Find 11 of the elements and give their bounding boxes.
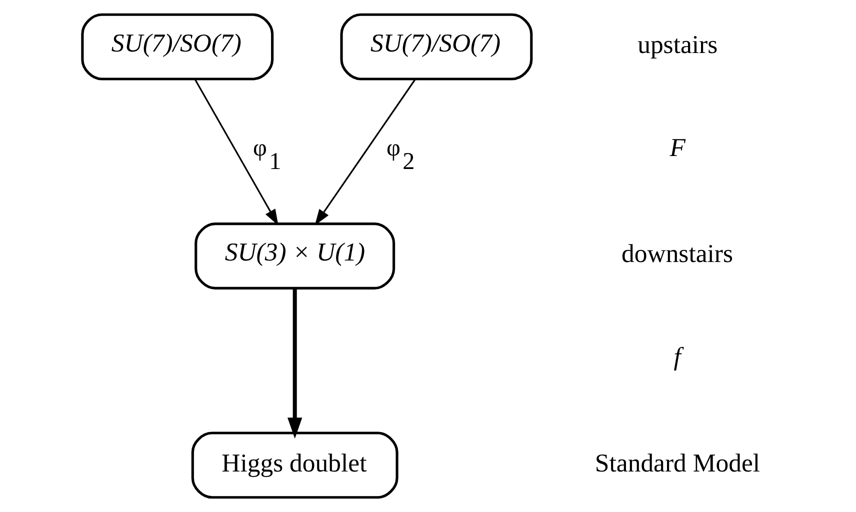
arrow (314, 78, 416, 226)
label: F (670, 132, 686, 162)
label: upstairs (638, 30, 718, 59)
label: downstairs (622, 239, 734, 268)
node-box: SU(3) × U(1) (194, 222, 396, 290)
arrow (194, 78, 278, 226)
node-box: SU(7)/SO(7) (81, 13, 274, 80)
node-box: Higgs doublet (191, 432, 398, 499)
label: Standard Model (594, 448, 760, 478)
node-box: SU(7)/SO(7) (340, 13, 533, 80)
arrow (288, 288, 302, 439)
